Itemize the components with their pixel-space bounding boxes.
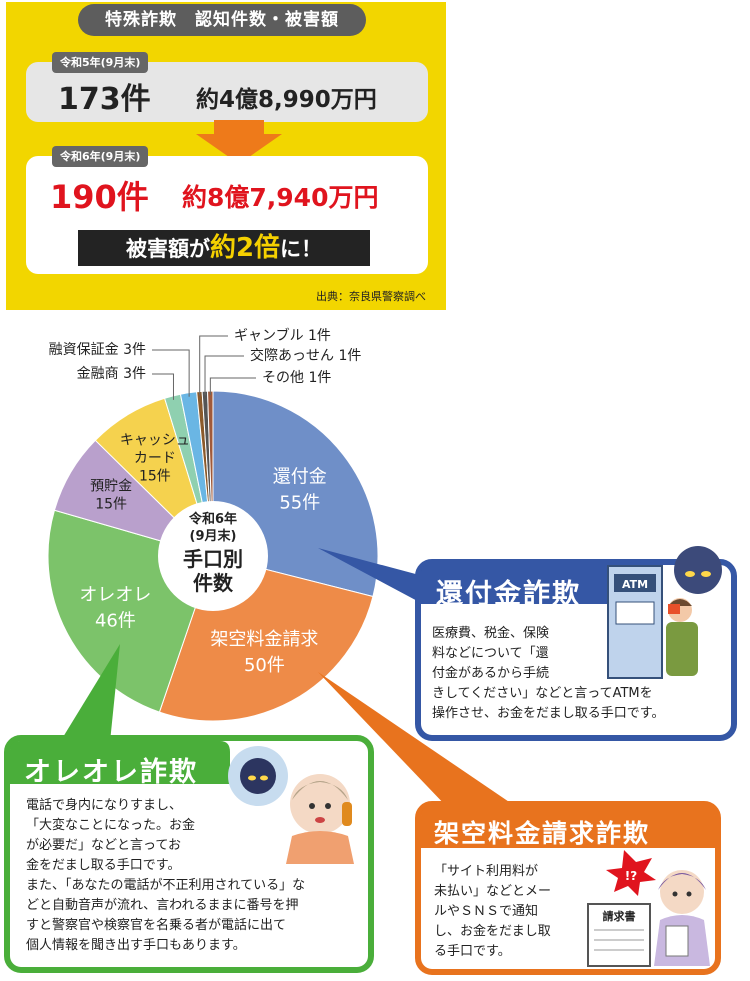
banner-highlight: 約2倍 bbox=[209, 233, 281, 263]
callout-label: 融資保証金 3件 bbox=[49, 342, 146, 358]
center-label-month: (9月末) bbox=[190, 528, 237, 544]
oreore-line: また、「あなたの電話が不正利用されている」な bbox=[26, 878, 306, 893]
source-note: 出典：奈良県警察調べ bbox=[316, 290, 426, 303]
callout-label: ギャンブル 1件 bbox=[234, 327, 331, 344]
prev-year-tag: 令和5年(9月末) bbox=[52, 52, 149, 73]
slice-label-name: 架空料金請求 bbox=[210, 629, 318, 650]
oreore-line: 「大変なことになった。お金 bbox=[26, 818, 196, 833]
oreore-line: どと自動音声が流れ、言われるままに番号を押 bbox=[26, 898, 299, 913]
kakuu-line: 「サイト利用料が bbox=[434, 864, 539, 879]
kanpu-line: 医療費、税金、保険 bbox=[432, 626, 550, 641]
leader-line bbox=[152, 373, 174, 400]
curr-count: 190件 bbox=[50, 178, 149, 216]
kanpu-title: 還付金詐欺 bbox=[436, 579, 581, 610]
prev-amount: 約4億8,990万円 bbox=[196, 87, 377, 113]
slice-label-cashcard: カード bbox=[134, 450, 176, 466]
slice-label-count: 46件 bbox=[95, 611, 136, 632]
oreore-line: 個人情報を聞き出す手口もあります。 bbox=[26, 938, 246, 953]
pie-center-hole bbox=[158, 501, 268, 611]
slice-label-name: オレオレ bbox=[79, 585, 151, 606]
kakuu-line: る手口です。 bbox=[434, 944, 511, 959]
oreore-line: 金をだまし取る手口です。 bbox=[26, 858, 181, 873]
leader-line bbox=[209, 377, 256, 396]
slice-label-yochokin: 15件 bbox=[95, 496, 127, 512]
banner-text-c: に！ bbox=[280, 237, 323, 261]
kanpu-line: きしてください」などと言ってATMを bbox=[432, 686, 653, 701]
curr-year-tag: 令和6年(9月末) bbox=[52, 146, 149, 167]
prev-count: 173件 bbox=[58, 82, 151, 117]
oreore-title: オレオレ詐欺 bbox=[24, 757, 198, 788]
callout-label: 金融商 3件 bbox=[77, 366, 146, 382]
kanpu-text: 医療費、税金、保険 料などについて「還 付金があるから手続 きしてください」など… bbox=[432, 624, 732, 724]
leader-line bbox=[204, 355, 244, 396]
callout-label: その他 1件 bbox=[262, 370, 331, 386]
oreore-text: 電話で身内になりすまし、 「大変なことになった。お金 が必要だ」などと言ってお … bbox=[26, 796, 366, 956]
oreore-line: が必要だ」などと言ってお bbox=[26, 838, 181, 853]
kakuu-line: 未払い」などとメー bbox=[434, 884, 552, 899]
slice-label-cashcard: 15件 bbox=[139, 468, 171, 484]
leader-line bbox=[199, 335, 228, 396]
slice-label-cashcard: キャッシュ bbox=[120, 432, 190, 448]
callout-label: 交際あっせん 1件 bbox=[250, 347, 361, 364]
slice-label-count: 55件 bbox=[279, 492, 320, 513]
invoice-woman-illustration: !? 請求書 bbox=[587, 850, 710, 967]
atm-illustration: ATM bbox=[607, 546, 722, 679]
worried-woman-illustration bbox=[228, 746, 354, 864]
kakuu-title: 架空料金請求詐欺 bbox=[434, 819, 651, 848]
kanpu-line: 付金があるから手続 bbox=[432, 666, 550, 681]
oreore-line: すと警察官や検察官を名乗る者が電話に出て bbox=[26, 918, 287, 933]
kakuu-bubble-frame bbox=[318, 672, 721, 975]
kakuu-line: し、お金をだまし取 bbox=[434, 924, 551, 939]
kakuu-line: ルやＳＮＳで通知 bbox=[434, 904, 539, 919]
center-label-title2: 件数 bbox=[193, 571, 234, 595]
slice-label-name: 還付金 bbox=[273, 466, 327, 487]
leader-line bbox=[152, 349, 190, 397]
center-label-title1: 手口別 bbox=[183, 547, 243, 571]
slice-label-count: 50件 bbox=[244, 655, 285, 676]
kanpu-line: 操作させ、お金をだまし取る手口です。 bbox=[432, 706, 665, 721]
slice-label-yochokin: 預貯金 bbox=[90, 478, 132, 494]
kanpu-line: 料などについて「還 bbox=[432, 646, 549, 661]
banner-text-a: 被害額が bbox=[125, 237, 210, 261]
kakuu-text: 「サイト利用料が 未払い」などとメー ルやＳＮＳで通知 し、お金をだまし取 る手… bbox=[434, 862, 584, 962]
center-label-year: 令和6年 bbox=[189, 511, 237, 527]
invoice-label: 請求書 bbox=[603, 909, 636, 923]
damage-double-banner: 被害額が約2倍に！ bbox=[78, 230, 370, 266]
exclaim-mark: !? bbox=[625, 869, 637, 883]
atm-label: ATM bbox=[622, 578, 648, 591]
down-arrow-icon bbox=[196, 120, 282, 164]
curr-amount: 約8億7,940万円 bbox=[182, 183, 379, 212]
summary-title: 特殊詐欺 認知件数・被害額 bbox=[78, 4, 366, 36]
oreore-line: 電話で身内になりすまし、 bbox=[26, 798, 183, 813]
